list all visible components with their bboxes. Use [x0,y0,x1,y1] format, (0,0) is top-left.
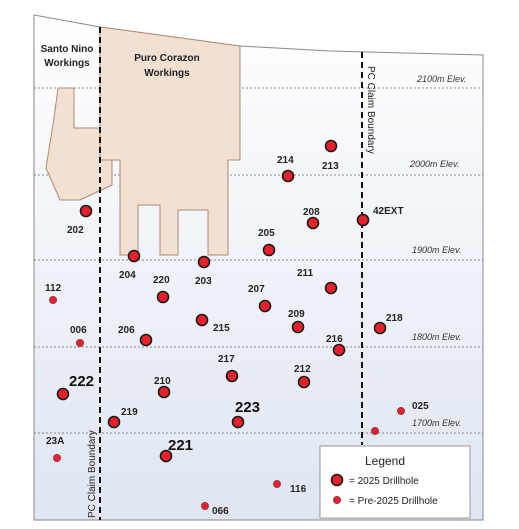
drillhole-marker-205 [262,243,276,257]
svg-text:Puro Corazon: Puro Corazon [134,53,200,64]
drillhole-marker-217 [225,369,239,383]
drillholes-layer: 202 204 203 205 208 42EXT 214 213 220 215 207 209 21… [45,139,429,517]
elevation-gridlines [34,87,483,434]
legend-2025-label: = 2025 Drillhole [349,476,419,487]
svg-text:Workings: Workings [44,58,90,69]
drillhole-marker-202 [79,204,93,218]
drillhole-label-23A: 23A [46,436,64,447]
drillhole-label-42EXT: 42EXT [373,206,404,217]
drillhole-label-205: 205 [258,228,275,239]
drillhole-label-203: 203 [195,276,212,287]
drillhole-marker-213 [324,139,338,153]
drillhole-label-215: 215 [213,323,230,334]
drillhole-marker-221 [159,449,173,463]
drillhole-marker-42EXT [356,213,370,227]
drillhole-marker-220 [156,290,170,304]
elevation-label-1800: 1800m Elev. [412,332,461,342]
drillhole-marker-218 [373,321,387,335]
svg-text:Workings: Workings [144,68,190,79]
drillhole-label-112: 112 [45,283,62,294]
drillhole-marker-219 [107,415,121,429]
legend-pre2025-symbol [332,495,341,504]
legend-box [319,445,471,519]
drillhole-label-214: 214 [277,155,294,166]
drillhole-label-116: 116 [290,484,307,495]
drillhole-marker-214 [281,169,295,183]
drillhole-marker-212 [297,375,311,389]
drillhole-label-217: 217 [218,354,235,365]
drillhole-label-221: 221 [168,437,193,454]
elevation-label-2100: 2100m Elev. [416,74,466,84]
drillhole-marker-208 [306,216,320,230]
drillhole-label-213: 213 [322,161,339,172]
elevation-label-2000: 2000m Elev. [409,159,459,169]
west-claim-boundary-label: PC Claim Boundary [87,430,98,518]
puro-corazon-label: Puro Corazon Workings [134,53,200,79]
drillhole-label-210: 210 [154,376,171,387]
drillhole-label-202: 202 [67,225,84,236]
legend-pre2025-label: = Pre-2025 Drillhole [349,496,438,507]
east-claim-boundary-label: PC Claim Boundary [365,66,376,154]
svg-text:Santo Nino: Santo Nino [41,44,94,55]
drillhole-marker-116 [272,479,281,488]
drillhole-marker-209 [291,320,305,334]
puro-corazon-workings-shape [99,26,241,256]
drillhole-label-223: 223 [235,399,260,416]
santo-nino-workings-shape [45,87,113,201]
drillhole-marker-006 [76,338,85,347]
drillhole-marker-210 [157,385,171,399]
drillhole-marker-unlabeled-26 [370,426,379,435]
drillhole-label-211: 211 [297,268,314,279]
drillhole-marker-204 [127,249,141,263]
drillhole-label-204: 204 [119,270,136,281]
drillhole-label-207: 207 [248,284,265,295]
drillhole-label-218: 218 [386,313,403,324]
drillhole-label-025: 025 [412,401,429,412]
drillhole-marker-207 [258,299,272,313]
drillhole-marker-23A [53,453,62,462]
drillhole-label-206: 206 [118,325,135,336]
drillhole-label-219: 219 [121,407,138,418]
drillhole-label-209: 209 [288,309,305,320]
drillhole-marker-211 [324,281,338,295]
drillhole-marker-222 [56,387,70,401]
drillhole-marker-223 [231,415,245,429]
drillhole-marker-112 [49,295,58,304]
legend: Legend = 2025 Drillhole = Pre-2025 Drill… [319,445,471,519]
drillhole-marker-206 [139,333,153,347]
drillhole-marker-025 [396,406,405,415]
elevation-labels: 2100m Elev. 2000m Elev. 1900m Elev. 1800… [409,74,466,428]
elevation-label-1700: 1700m Elev. [412,418,461,428]
drillhole-label-208: 208 [303,207,320,218]
drillhole-marker-216 [332,343,346,357]
drillhole-label-222: 222 [69,373,94,390]
elevation-label-1900: 1900m Elev. [412,245,461,255]
drillhole-label-216: 216 [326,334,343,345]
drillhole-label-066: 066 [212,506,229,517]
drillhole-marker-215 [195,313,209,327]
legend-title: Legend [365,454,405,468]
drillhole-marker-066 [200,501,209,510]
drillhole-label-006: 006 [70,325,87,336]
legend-2025-symbol [330,473,344,487]
drillhole-label-220: 220 [153,275,170,286]
drillhole-marker-203 [197,255,211,269]
drillhole-label-212: 212 [294,364,311,375]
santo-nino-label: Santo Nino Workings [41,44,94,69]
